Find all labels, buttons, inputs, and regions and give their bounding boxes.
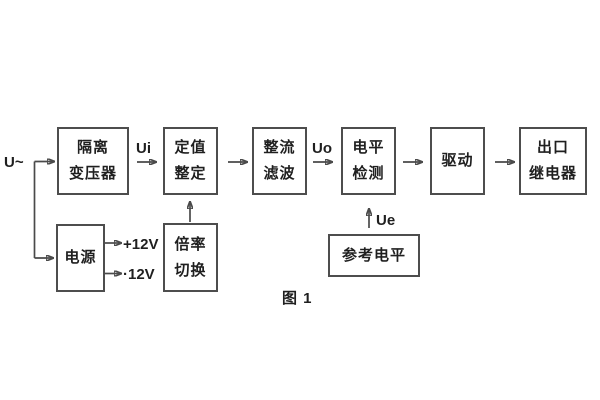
- block-label-line: 变压器: [68, 165, 117, 182]
- block-rectifier-filter: 整流 滤波: [252, 127, 307, 195]
- signal-label-rail-neg: ·12V: [123, 266, 155, 283]
- block-label-line: 定值: [174, 139, 207, 156]
- block-label-line: 倍率: [174, 235, 207, 253]
- block-label-line: 电平: [352, 139, 385, 156]
- signal-label-ue: Ue: [376, 212, 396, 229]
- block-label-line: 出口: [536, 139, 569, 156]
- block-reference-level: 参考电平: [328, 234, 420, 277]
- signal-label-ui: Ui: [136, 140, 151, 157]
- block-label-line: 驱动: [441, 152, 474, 169]
- signal-label-input: U~: [4, 154, 24, 171]
- signal-label-rail-pos: +12V: [123, 236, 159, 253]
- figure-caption: 图 1: [282, 290, 313, 307]
- signal-label-uo: Uo: [312, 140, 332, 157]
- block-label-line: 电源: [64, 249, 97, 266]
- block-label-line: 整流: [263, 139, 296, 156]
- block-ratio-switch: 倍率 切换: [163, 223, 218, 292]
- block-label-line: 检测: [352, 165, 385, 182]
- block-label-line: 隔离: [76, 139, 109, 156]
- block-label-line: 参考电平: [341, 246, 406, 264]
- block-drive: 驱动: [430, 127, 485, 195]
- block-level-detection: 电平 检测: [341, 127, 396, 195]
- block-label-line: 切换: [174, 261, 207, 279]
- block-output-relay: 出口 继电器: [519, 127, 587, 195]
- block-setting: 定值 整定: [163, 127, 218, 195]
- block-label-line: 继电器: [528, 165, 577, 182]
- block-label-line: 整定: [174, 165, 207, 182]
- block-isolation-transformer: 隔离 变压器: [57, 127, 129, 195]
- block-label-line: 滤波: [263, 165, 296, 182]
- block-power-supply: 电源: [56, 224, 105, 292]
